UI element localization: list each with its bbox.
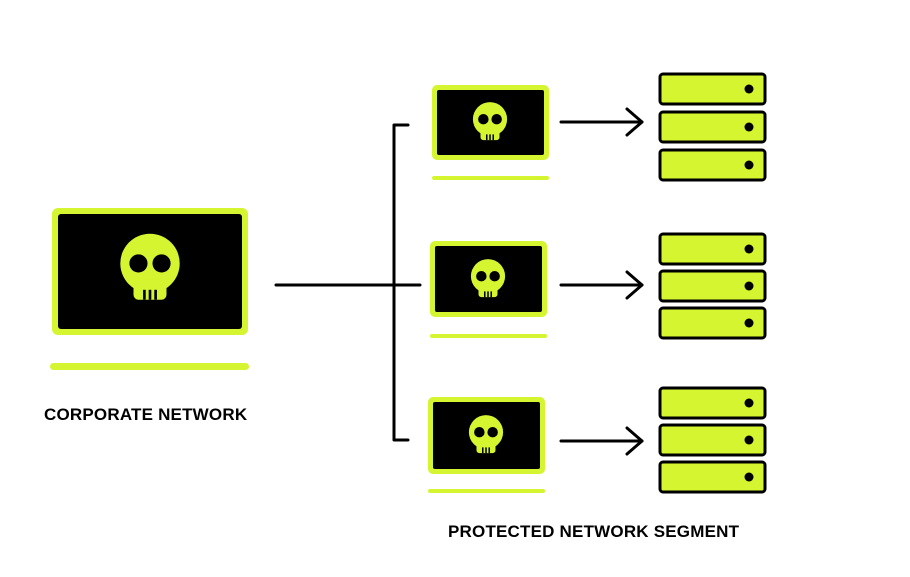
server-rack-2-icon <box>658 232 767 340</box>
server-rack-1-icon <box>658 72 767 182</box>
arrow-3-icon <box>559 426 644 456</box>
protected-segment-label: PROTECTED NETWORK SEGMENT <box>448 522 740 541</box>
connector-lines <box>274 123 422 442</box>
bracket-line <box>392 123 410 442</box>
server-rack-3-icon <box>658 386 767 494</box>
corporate-network-label: CORPORATE NETWORK <box>44 405 248 424</box>
arrow-2-icon <box>559 270 644 300</box>
arrow-1-icon <box>559 107 644 137</box>
